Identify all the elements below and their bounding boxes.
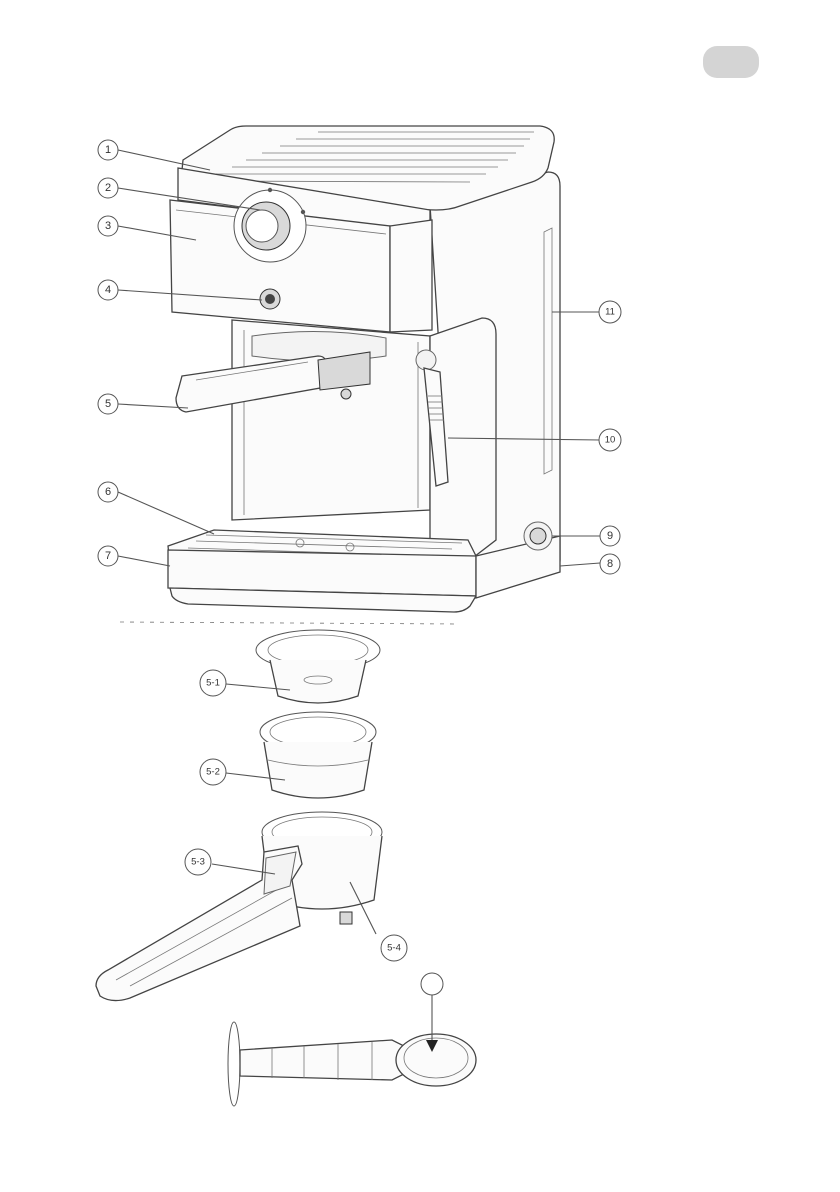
callout-3-label: 3 [105, 220, 111, 232]
small-control-button [260, 289, 280, 309]
callout-11: 11 [599, 301, 621, 323]
tamper-spoon [228, 1022, 476, 1106]
callout-6: 6 [98, 482, 118, 502]
callout-5-1: 5-1 [200, 670, 226, 696]
callout-8: 8 [600, 554, 620, 574]
callout-5: 5 [98, 394, 118, 414]
callout-8-label: 8 [607, 558, 613, 570]
callout-5-3-label: 5-3 [191, 857, 205, 868]
callout-5-4: 5-4 [381, 935, 407, 961]
espresso-machine-illustration [120, 126, 560, 624]
callout-5-3: 5-3 [185, 849, 211, 875]
callout-4: 4 [98, 280, 118, 300]
callout-1: 1 [98, 140, 118, 160]
callout-5-2: 5-2 [200, 759, 226, 785]
single-filter-basket [256, 630, 380, 703]
callout-1-label: 1 [105, 144, 111, 156]
callout-10-label: 10 [605, 435, 616, 446]
power-button [524, 522, 552, 550]
callout-2-label: 2 [105, 182, 111, 194]
callout-9: 9 [600, 526, 620, 546]
callout-9-label: 9 [607, 530, 613, 542]
callout-5-1-label: 5-1 [206, 678, 220, 689]
callout-3: 3 [98, 216, 118, 236]
callout-5-label: 5 [105, 398, 111, 410]
callout-11-label: 11 [605, 307, 615, 318]
callout-5-2-label: 5-2 [206, 767, 220, 778]
callout-4-label: 4 [105, 284, 111, 296]
callout-5-4-label: 5-4 [387, 943, 401, 954]
callout-7: 7 [98, 546, 118, 566]
double-filter-basket [260, 712, 376, 798]
callout-2: 2 [98, 178, 118, 198]
callout-7-label: 7 [105, 550, 111, 562]
portafilter-handle [96, 812, 382, 1001]
callout-12 [421, 973, 443, 995]
callout-10: 10 [599, 429, 621, 451]
callout-6-label: 6 [105, 486, 111, 498]
